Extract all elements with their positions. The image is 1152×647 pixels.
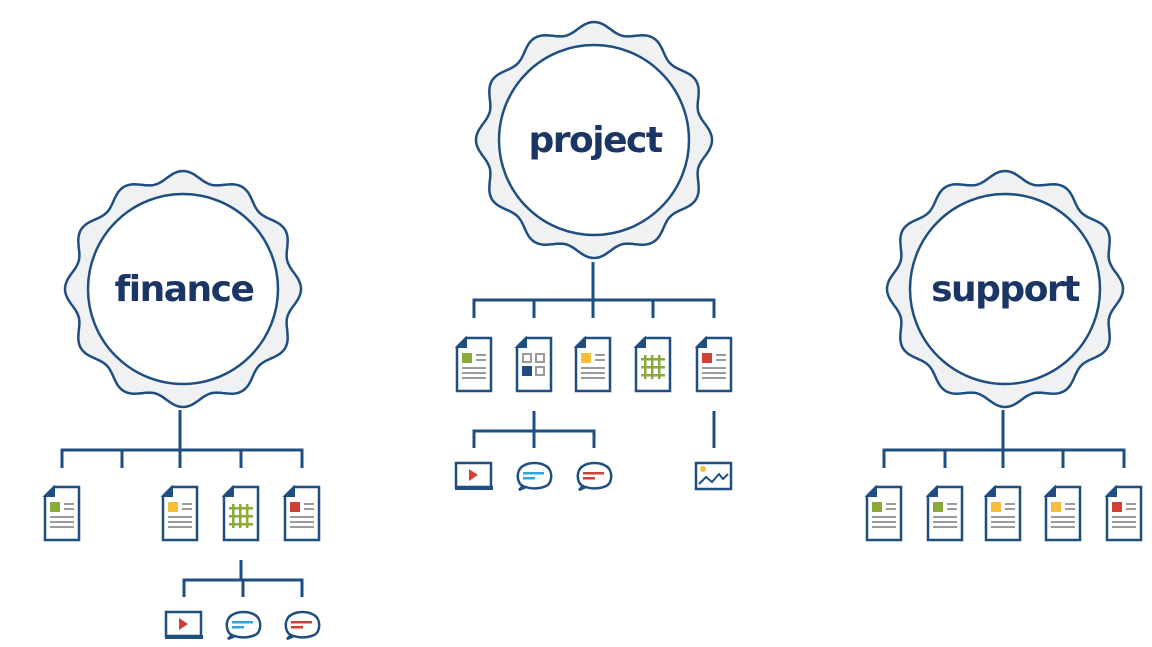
doc-yellow-document-icon[interactable] bbox=[983, 484, 1022, 542]
badge-label-project: project bbox=[528, 120, 662, 161]
doc-grid-document-icon[interactable] bbox=[221, 484, 260, 542]
badge-inner-circle bbox=[86, 192, 280, 386]
doc-red-document-icon[interactable] bbox=[694, 335, 733, 393]
badge-finance[interactable] bbox=[63, 169, 303, 409]
badge-inner-circle bbox=[497, 43, 691, 237]
chat-blue-icon[interactable] bbox=[225, 610, 262, 641]
doc-red-document-icon[interactable] bbox=[1104, 484, 1143, 542]
video-icon[interactable] bbox=[454, 461, 493, 490]
doc-yellow-document-icon[interactable] bbox=[573, 335, 612, 393]
doc-shapes-document-icon[interactable] bbox=[514, 335, 553, 393]
chat-red-icon[interactable] bbox=[284, 610, 321, 641]
doc-green-document-icon[interactable] bbox=[42, 484, 81, 542]
badge-project[interactable] bbox=[474, 20, 714, 260]
doc-grid-document-icon[interactable] bbox=[633, 335, 672, 393]
badge-support[interactable] bbox=[885, 169, 1125, 409]
doc-red-document-icon[interactable] bbox=[282, 484, 321, 542]
badge-label-support: support bbox=[931, 269, 1080, 310]
chat-blue-icon[interactable] bbox=[516, 461, 553, 492]
image-chart-icon[interactable] bbox=[694, 461, 733, 491]
doc-yellow-document-icon[interactable] bbox=[1043, 484, 1082, 542]
video-icon[interactable] bbox=[164, 610, 203, 639]
doc-yellow-document-icon[interactable] bbox=[160, 484, 199, 542]
chat-red-icon[interactable] bbox=[576, 461, 613, 492]
doc-green-document-icon[interactable] bbox=[454, 335, 493, 393]
doc-green-document-icon[interactable] bbox=[925, 484, 964, 542]
badge-inner-circle bbox=[908, 192, 1102, 386]
doc-green-document-icon[interactable] bbox=[864, 484, 903, 542]
badge-label-finance: finance bbox=[115, 269, 254, 310]
